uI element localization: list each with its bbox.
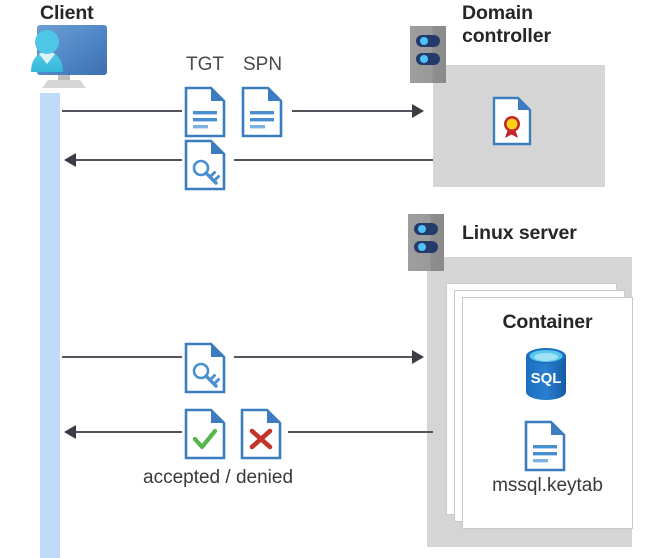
message-4-arrowhead: [64, 425, 76, 439]
svg-text:SQL: SQL: [531, 370, 562, 387]
message-3-line-left: [62, 356, 182, 358]
spn-document-icon: [241, 86, 283, 138]
client-computer-user-icon: [8, 22, 114, 94]
server-rack-icon-linux: [408, 214, 444, 271]
message-2-arrowhead: [64, 153, 76, 167]
message-1-line-right: [292, 110, 414, 112]
container-card-front[interactable]: [462, 297, 633, 529]
accepted-denied-caption: accepted / denied: [143, 467, 294, 488]
message-4-line-left: [76, 431, 182, 433]
message-1-arrowhead: [412, 104, 424, 118]
message-1-line-left: [62, 110, 182, 112]
client-lifeline: [40, 93, 60, 558]
message-4-line-right: [288, 431, 433, 433]
accepted-check-document-icon: [184, 408, 226, 460]
denied-cross-document-icon: [240, 408, 282, 460]
message-3-line-right: [234, 356, 414, 358]
message-2-line-left: [76, 159, 182, 161]
container-label: Container: [502, 311, 593, 333]
spn-label: SPN: [243, 54, 283, 75]
certificate-document-icon: [492, 96, 532, 146]
tgt-document-icon: [184, 86, 226, 138]
message-2-line-right: [234, 159, 433, 161]
keytab-document-icon: [524, 420, 566, 472]
domain-controller-label: Domain controller: [462, 2, 551, 47]
client-label: Client: [40, 2, 94, 24]
service-ticket-key-document-icon-linux: [184, 342, 226, 394]
keytab-filename-label: mssql.keytab: [492, 475, 603, 496]
tgt-label: TGT: [186, 54, 224, 75]
server-rack-icon: [410, 26, 446, 83]
service-ticket-key-document-icon-dc: [184, 139, 226, 191]
sql-database-icon: SQL: [522, 345, 570, 403]
message-3-arrowhead: [412, 350, 424, 364]
linux-server-label: Linux server: [462, 222, 577, 244]
